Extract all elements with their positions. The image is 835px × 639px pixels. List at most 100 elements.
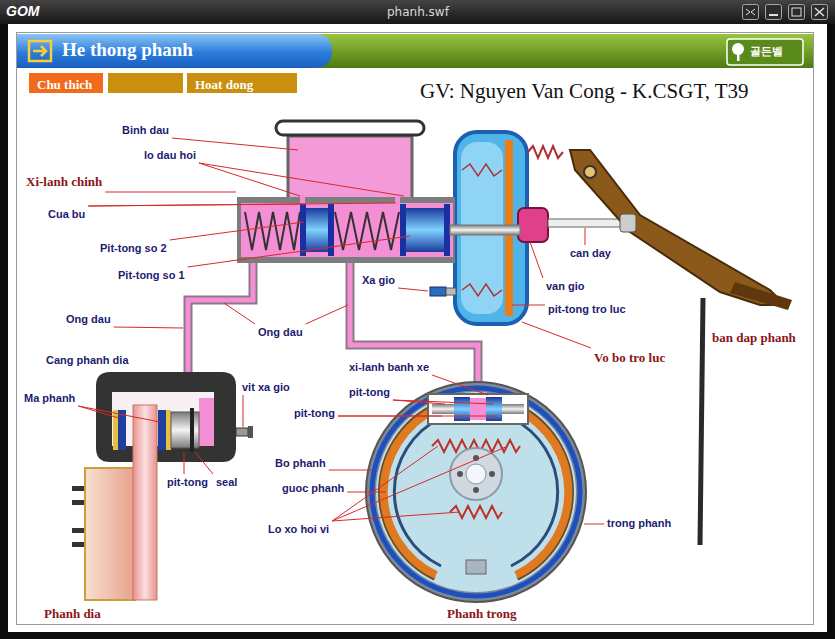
header-band-part: [737, 54, 740, 61]
window-frame-part: [0, 0, 835, 24]
master-cylinder-part: [335, 212, 399, 250]
brake-pedal-part: [700, 298, 703, 545]
part-label: Ong dau: [66, 313, 111, 325]
disc-brake-part: [133, 405, 157, 600]
leader-line: [398, 288, 428, 291]
window-buttons-part: [812, 5, 828, 20]
leader-line: [172, 138, 298, 150]
tab-button: Hoat dong: [186, 72, 298, 94]
drum-brake-part: [470, 398, 486, 420]
leader-line: [114, 327, 183, 328]
disc-brake-part: [72, 486, 86, 491]
leader-line: [88, 203, 396, 206]
brake-pedal-part: [584, 166, 596, 178]
leader-line: [199, 163, 300, 196]
master-cylinder-part: [241, 203, 453, 257]
empty-tab: [108, 73, 184, 94]
part-label: Pit-tong so 2: [100, 242, 167, 254]
part-label: trong phanh: [607, 517, 671, 529]
leader-line: [530, 242, 543, 278]
leader-line: [199, 163, 404, 196]
leader-line: [584, 524, 604, 525]
part-label: Cang phanh dia: [46, 354, 129, 366]
leader-line: [329, 470, 372, 471]
publisher-logo: 골든벨: [750, 44, 783, 59]
teacher-credit: GV: Nguyen Van Cong - K.CSGT, T39: [420, 79, 749, 104]
disc-brake-part: [199, 398, 214, 446]
drum-brake-part: [372, 388, 580, 596]
part-label: Ong dau: [258, 326, 303, 338]
drum-brake-part: [473, 487, 479, 493]
window-buttons: [743, 5, 828, 20]
disc-brake: [72, 372, 253, 600]
disc-brake-part: [166, 410, 171, 450]
header-band-part: [732, 43, 744, 55]
empty-tab-part: [108, 73, 184, 94]
drum-brake-part: [489, 471, 495, 477]
window-buttons-part: [746, 9, 755, 15]
part-label: Ma phanh: [24, 392, 75, 404]
window-frame-part: [8, 24, 827, 632]
window-buttons-part: [792, 8, 801, 16]
drum-brake-part: [457, 471, 463, 477]
leader-lines: [78, 138, 604, 524]
part-label: xi-lanh banh xe: [349, 361, 429, 373]
master-cylinder-part: [237, 197, 455, 263]
leader-line: [522, 322, 591, 348]
brake-pedal-part: [570, 150, 785, 305]
leader-line: [243, 395, 244, 427]
drum-brake-part: [450, 448, 502, 500]
drum-brake-part: [466, 464, 486, 484]
reservoir: [276, 121, 424, 200]
part-label: pit-tong: [349, 386, 390, 398]
part-label: pit-tong tro luc: [548, 303, 626, 315]
disc-brake-part: [171, 412, 199, 448]
window-buttons-part: [743, 5, 759, 20]
part-label: pit-tong: [167, 476, 208, 488]
master-cylinder-part: [300, 195, 305, 204]
header-band-part: [727, 39, 803, 65]
header-band-part: [17, 34, 813, 68]
brake-booster-part: [528, 146, 563, 158]
window-title: phanh.swf: [387, 5, 449, 19]
part-label: Lo xo hoi vi: [268, 523, 329, 535]
drum-brake-part: [516, 409, 568, 575]
drum-brake-part: [502, 404, 524, 414]
brake-booster-part: [446, 288, 456, 295]
leader-line: [432, 375, 488, 395]
part-label: Pit-tong so 1: [118, 269, 185, 281]
group-label: Vo bo tro luc: [594, 350, 665, 366]
header-band-part: [29, 41, 51, 61]
leader-line: [224, 303, 255, 324]
master-cylinder-part: [328, 204, 334, 256]
app-logo: GOM: [6, 3, 39, 19]
window-buttons-part: [815, 8, 824, 16]
leader-line: [332, 512, 460, 521]
disc-brake-part: [72, 500, 86, 505]
part-label: vit xa gio: [242, 381, 290, 393]
window-buttons-part: [766, 5, 782, 20]
tab-label: Hoat dong: [195, 77, 253, 92]
part-label: pit-tong: [294, 407, 335, 419]
leader-line: [332, 446, 438, 521]
disc-brake-part: [72, 542, 86, 547]
drum-brake-part: [376, 392, 576, 592]
master-cylinder: [237, 195, 520, 263]
leader-line: [170, 222, 304, 240]
window-buttons-part: [789, 5, 805, 20]
leader-line: [184, 452, 185, 474]
leader-line: [195, 452, 213, 474]
section-caption: Phanh trong: [447, 606, 516, 622]
drum-brake-part: [511, 418, 558, 566]
drum-brake-part: [454, 397, 470, 421]
part-label: Cua bu: [48, 208, 85, 220]
reservoir-part: [288, 136, 412, 200]
master-cylinder-part: [450, 225, 520, 235]
leader-line: [78, 406, 160, 422]
page-title: He thong phanh: [62, 39, 193, 62]
window-buttons-part: [769, 14, 778, 16]
group-label: Xi-lanh chinh: [26, 174, 102, 190]
